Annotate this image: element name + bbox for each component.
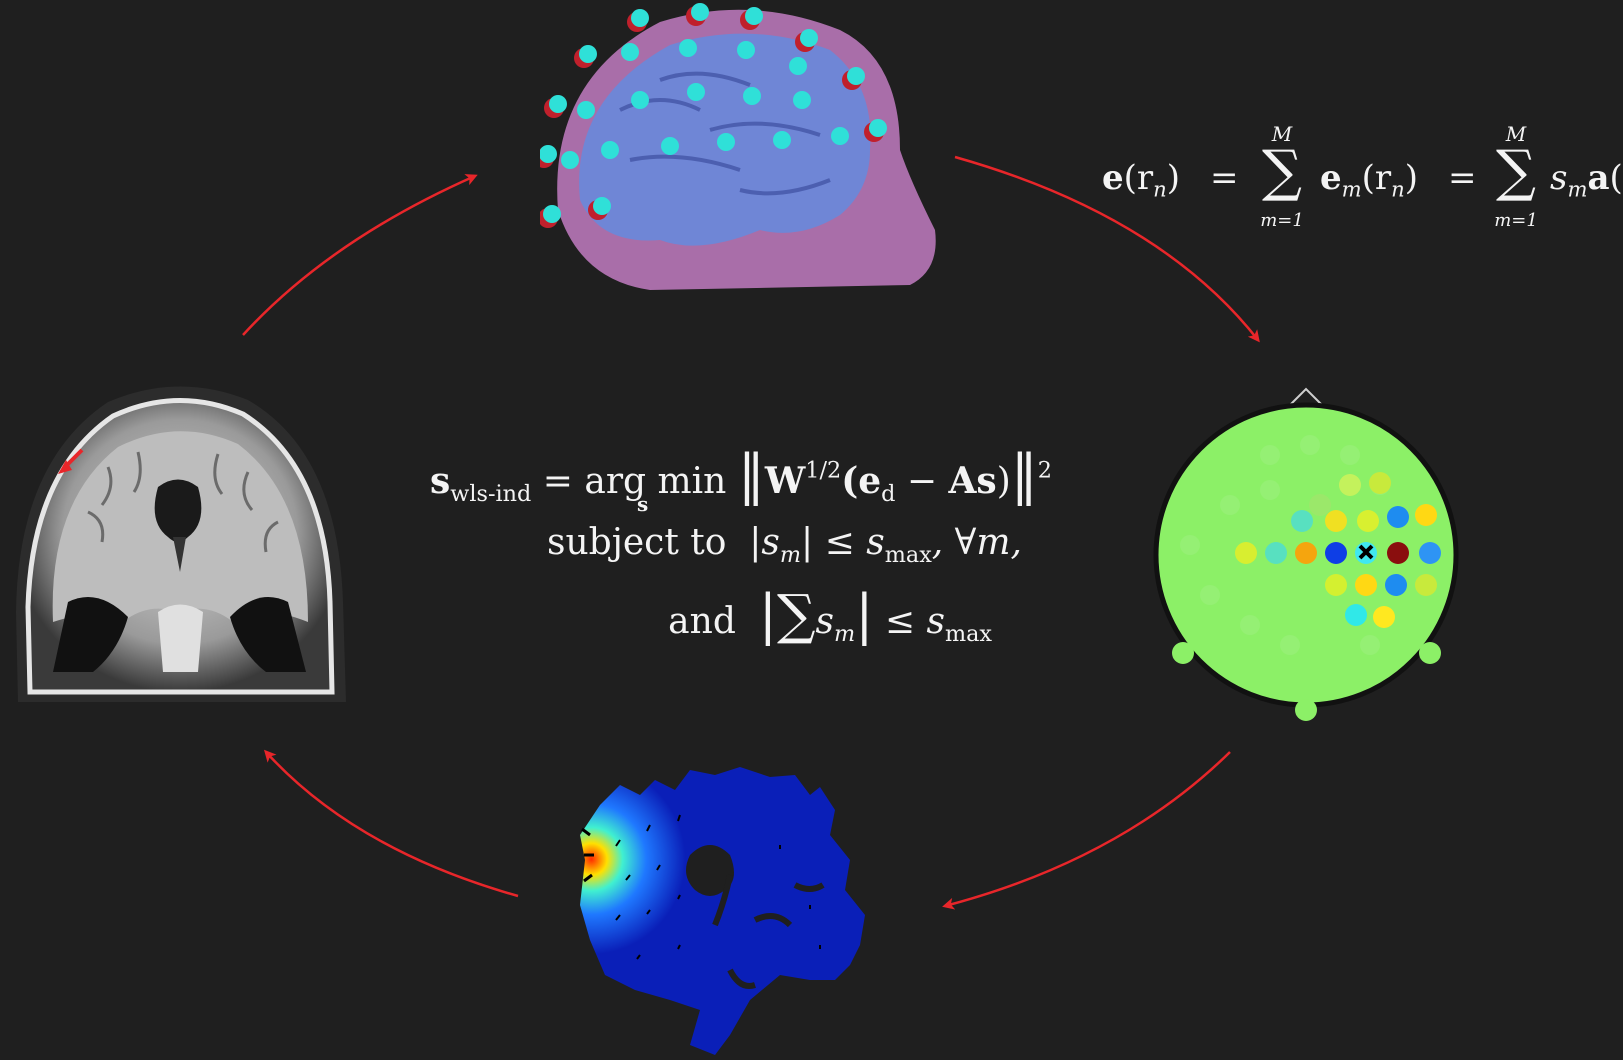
eq-equals-2: =	[1448, 158, 1477, 198]
opt-W-sup: 1/2	[805, 457, 842, 484]
term1-e: e	[1320, 158, 1342, 198]
opt-norm-sup: 2	[1037, 457, 1052, 484]
opt-argmin: arg min	[584, 461, 727, 502]
term2-a: a	[1587, 158, 1610, 198]
sum1-sigma: ∑	[1262, 139, 1302, 204]
topomap-cross	[1358, 544, 1374, 560]
term2-args: (r	[1609, 158, 1623, 198]
arrow-topomap-to-efield	[942, 751, 1231, 910]
opt-le-2: ≤	[884, 601, 916, 642]
opt-subject-to: subject to	[546, 522, 727, 563]
term1-close: )	[1404, 158, 1419, 198]
opt-e-sub: d	[881, 480, 896, 507]
electrode-group	[540, 3, 887, 228]
eq-equals-1: =	[1210, 158, 1239, 198]
opt-paren-close: )	[996, 461, 1011, 502]
forward-model-equation: e(rn) = M ∑ m=1 em(rn) = M ∑ m=1 sma(rn)	[1102, 118, 1623, 238]
eq-close: )	[1166, 158, 1181, 198]
opt-sum: ∑	[776, 583, 816, 646]
opt-smax-2: s	[926, 601, 945, 642]
eeg-topomap-icon	[1153, 387, 1459, 721]
opt-abs-s: |s	[749, 522, 780, 563]
sum1-lower: m=1	[1260, 210, 1304, 231]
opt-smax-2-sub: max	[944, 620, 992, 647]
sum1-upper: M	[1271, 122, 1293, 146]
term1-n: n	[1391, 176, 1405, 202]
electric-field-slice-icon	[580, 767, 865, 1055]
opt-bar-close: |	[855, 583, 874, 646]
opt-eq: =	[542, 461, 573, 502]
arrow-head-to-topomap	[954, 155, 1260, 343]
opt-and: and	[668, 601, 736, 642]
head-model-electrodes-icon	[540, 3, 936, 290]
sum2-sigma: ∑	[1496, 139, 1536, 204]
coronal-mri-icon	[16, 386, 346, 702]
opt-smax: s	[866, 522, 885, 563]
optimization-equation: swls-ind = arg min ‖W1/2(ed − As)‖2 s su…	[430, 430, 1052, 670]
opt-sum-s: s	[815, 601, 835, 642]
opt-smax-sub: max	[884, 541, 932, 568]
opt-s-sub: wls-ind	[450, 480, 532, 507]
opt-s: s	[430, 460, 451, 502]
sum2-upper: M	[1505, 122, 1527, 146]
opt-norm-open: ‖	[737, 443, 765, 506]
opt-le: ≤	[824, 522, 855, 563]
opt-minus: −	[906, 461, 938, 502]
sum2-lower: m=1	[1494, 210, 1538, 231]
eq-args: (r	[1123, 158, 1154, 198]
opt-abs-m: m	[779, 541, 802, 568]
term2-m: m	[1567, 176, 1588, 202]
arrow-efield-to-mri	[263, 749, 519, 898]
opt-As: As	[948, 460, 997, 502]
opt-sum-m: m	[834, 620, 856, 647]
opt-abs-close: |	[801, 522, 814, 563]
opt-norm-close: ‖	[1010, 443, 1038, 506]
opt-forall: , ∀m,	[931, 522, 1022, 563]
opt-paren-open: (e	[841, 460, 882, 502]
opt-bar-open: |	[758, 583, 777, 646]
term2-s: s	[1550, 158, 1568, 198]
term1-args: (r	[1361, 158, 1392, 198]
arrow-mri-to-head	[242, 174, 478, 336]
eq-e: e	[1102, 158, 1124, 198]
term1-m: m	[1341, 176, 1362, 202]
eq-n: n	[1153, 176, 1167, 202]
opt-argmin-under: s	[637, 492, 649, 516]
opt-W: W	[764, 460, 806, 502]
